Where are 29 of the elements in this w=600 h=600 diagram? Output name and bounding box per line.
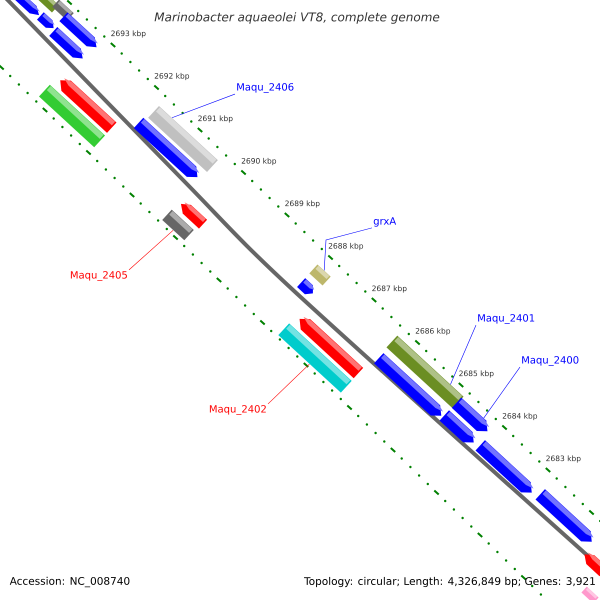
gene-feature xyxy=(476,440,534,493)
leader-line xyxy=(324,228,372,271)
gene-label: grxA xyxy=(374,217,396,227)
leader-line xyxy=(268,364,310,404)
genome-info-text: Topology: circular; Length: 4,326,849 bp; Genes: 3,921 xyxy=(304,576,595,588)
accession-text: Accession: NC_008740 xyxy=(10,576,130,588)
gene-feature xyxy=(584,552,600,576)
gene-feature xyxy=(162,210,194,240)
gene-feature xyxy=(37,12,55,28)
leader-line xyxy=(172,94,236,118)
gene-label: Maqu_2406 xyxy=(237,83,294,93)
title: Marinobacter aquaeolei VT8, complete genome xyxy=(154,12,440,24)
gene-feature xyxy=(38,84,106,148)
gene-feature xyxy=(49,27,84,59)
leader-line xyxy=(483,366,520,418)
gene-feature xyxy=(536,489,594,542)
gene-feature xyxy=(374,353,444,416)
gene-label: Maqu_2400 xyxy=(522,356,578,366)
leader-line xyxy=(450,324,476,385)
gene-feature xyxy=(309,264,331,286)
gene-feature xyxy=(14,0,40,16)
gene-label: Maqu_2402 xyxy=(210,405,266,415)
gene-label: Maqu_2401 xyxy=(478,314,534,324)
gene-feature xyxy=(278,323,352,393)
gene-feature xyxy=(440,410,476,443)
gene-label: Maqu_2405 xyxy=(70,271,127,281)
gene-feature xyxy=(297,278,314,294)
gene-feature xyxy=(581,586,599,600)
gene-feature xyxy=(134,118,200,178)
